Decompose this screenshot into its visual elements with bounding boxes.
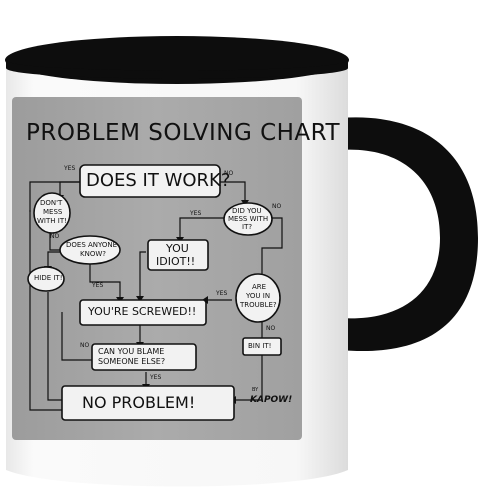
node-hide-it bbox=[27, 266, 65, 292]
brand-by: BY bbox=[252, 387, 259, 393]
flowchart-shapes bbox=[27, 164, 282, 421]
node-does-anyone-know bbox=[59, 235, 121, 265]
label-hide-it: HIDE IT! bbox=[34, 274, 63, 282]
edge-yes-3: YES bbox=[92, 282, 104, 289]
label-you-idiot-2: IDIOT!! bbox=[156, 255, 196, 268]
label-can-you-blame-1: CAN YOU BLAME bbox=[98, 347, 165, 356]
node-are-you-in-trouble bbox=[235, 273, 281, 323]
node-did-you-mess bbox=[223, 202, 273, 236]
edge-no-4: NO bbox=[266, 325, 276, 332]
label-trouble-3: TROUBLE? bbox=[240, 301, 277, 309]
node-dont-mess bbox=[33, 192, 71, 234]
node-youre-screwed bbox=[79, 299, 207, 326]
edge-yes-2: YES bbox=[190, 210, 202, 217]
label-can-you-blame-2: SOMEONE ELSE? bbox=[98, 357, 166, 366]
node-no-problem bbox=[61, 385, 235, 421]
label-you-idiot-1: YOU bbox=[166, 242, 189, 255]
edge-yes-1: YES bbox=[64, 165, 76, 172]
label-bin-it: BIN IT! bbox=[248, 342, 272, 350]
label-trouble-2: YOU IN bbox=[246, 292, 271, 300]
node-you-idiot bbox=[147, 239, 209, 271]
label-does-anyone-know-1: DOES ANYONE bbox=[66, 241, 118, 249]
node-bin-it bbox=[242, 337, 282, 356]
label-did-you-mess-2: MESS WITH bbox=[228, 215, 269, 223]
node-can-you-blame bbox=[91, 343, 197, 371]
label-youre-screwed: YOU'RE SCREWED!! bbox=[88, 305, 197, 318]
edge-no-2: NO bbox=[272, 203, 282, 210]
label-did-you-mess-3: IT? bbox=[242, 223, 253, 231]
label-no-problem: NO PROBLEM! bbox=[82, 393, 196, 412]
label-trouble-1: ARE bbox=[252, 283, 267, 291]
label-dont-mess-2: MESS bbox=[43, 208, 63, 216]
label-does-it-work: DOES IT WORK? bbox=[86, 170, 231, 191]
mug-handle bbox=[340, 117, 478, 352]
label-did-you-mess-1: DID YOU bbox=[232, 207, 262, 215]
edge-yes-5: YES bbox=[150, 374, 162, 381]
chart-title: PROBLEM SOLVING CHART bbox=[26, 120, 341, 146]
edge-yes-4: YES bbox=[216, 290, 228, 297]
brand-kapow-logo: KAPOW! bbox=[250, 395, 293, 405]
edge-no-5: NO bbox=[80, 342, 90, 349]
label-dont-mess-3: WITH IT! bbox=[37, 217, 67, 225]
edge-no-3: NO bbox=[50, 233, 60, 240]
node-does-it-work bbox=[79, 164, 221, 198]
label-dont-mess-1: DON'T bbox=[40, 199, 63, 207]
label-does-anyone-know-2: KNOW? bbox=[80, 250, 106, 258]
edge-no-1: NO bbox=[224, 170, 234, 177]
